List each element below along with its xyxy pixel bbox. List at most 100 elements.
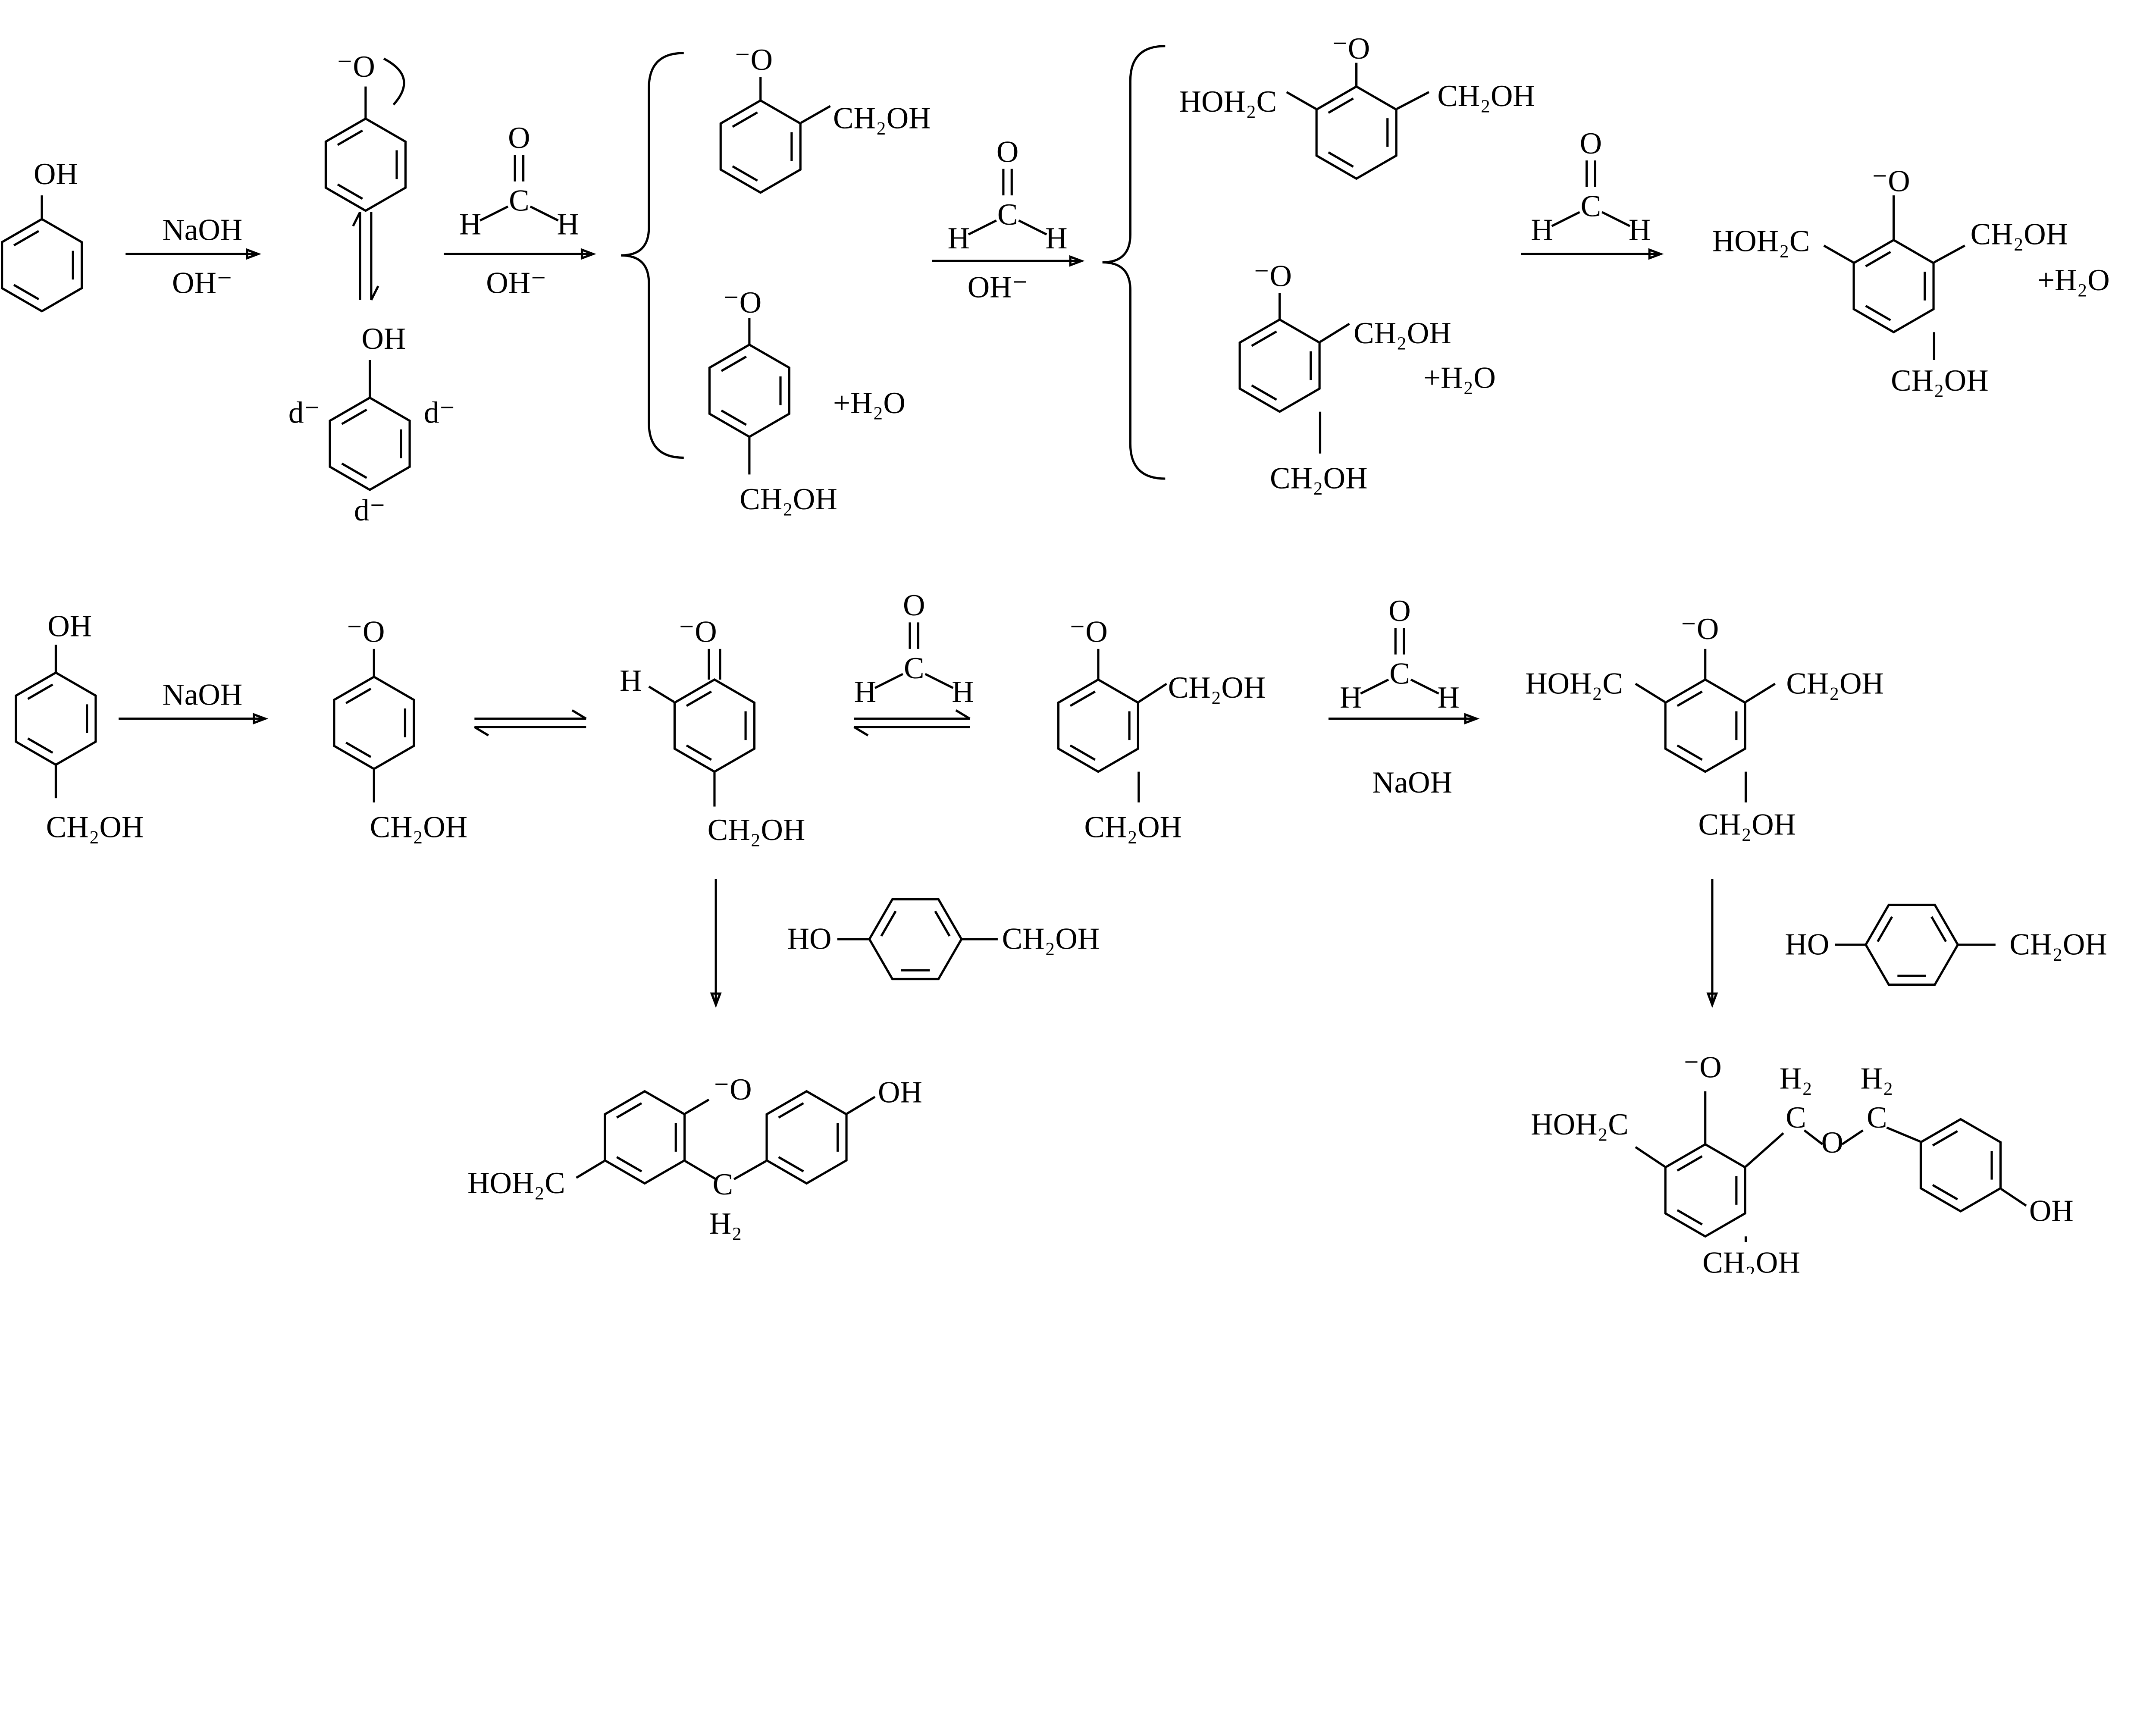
benzene-ring xyxy=(15,671,97,766)
benzene-ring xyxy=(1864,903,1959,986)
ring-double-bond xyxy=(1251,330,1277,347)
benzene-ring xyxy=(1057,678,1140,773)
bond-line xyxy=(1138,683,1167,703)
water-byproduct: +H₂O xyxy=(833,386,906,420)
ring-double-bond xyxy=(1865,251,1891,267)
formaldehyde-hydrogen: H xyxy=(948,222,970,255)
para-ch2oh: CH₂OH xyxy=(1270,462,1368,495)
ring-double-bond xyxy=(1932,1184,1959,1200)
bond-line xyxy=(1745,683,1776,703)
equilibrium-arrow-head xyxy=(370,285,379,301)
bond-line xyxy=(1841,1129,1864,1145)
arrow-head xyxy=(246,248,262,260)
hydroxide-label: OH⁻ xyxy=(486,266,546,300)
equilibrium-arrow-head xyxy=(473,726,489,737)
ring-double-bond xyxy=(1328,97,1354,114)
benzene-ring xyxy=(333,675,415,771)
para-ch2oh: CH₂OH xyxy=(1702,1246,1800,1274)
hoh2c-group: HOH₂C xyxy=(1525,667,1623,700)
ether-ch2-carbon: C xyxy=(1786,1101,1806,1135)
reagent-ch2oh: CH₂OH xyxy=(1002,922,1100,956)
arrow-head xyxy=(580,248,596,260)
phenol-oh: OH xyxy=(362,322,406,356)
ring-double-bond xyxy=(1328,151,1354,168)
ether-ch2-carbon: C xyxy=(1867,1101,1887,1135)
para-ch2oh: CH₂OH xyxy=(46,811,144,844)
equilibrium-arrow-head xyxy=(853,726,869,737)
hydroxide-label: OH⁻ xyxy=(968,270,1028,304)
ring-double-bond xyxy=(337,183,363,200)
ortho-ch2oh: CH₂OH xyxy=(1354,317,1451,350)
ether-ch2-h2: H₂ xyxy=(1861,1062,1893,1095)
formaldehyde-hydrogen: H xyxy=(854,675,876,709)
phenol-oh: OH xyxy=(47,610,92,643)
benzene-ring xyxy=(329,396,411,491)
para-ch2oh: CH₂OH xyxy=(708,813,805,847)
para-ch2oh: CH₂OH xyxy=(740,483,837,516)
formaldehyde-ch-bond xyxy=(1551,211,1580,227)
bond-line xyxy=(1396,91,1430,110)
ring-double-bond xyxy=(616,1156,642,1172)
phenol-oh: OH xyxy=(878,1076,922,1109)
benzene-ring xyxy=(604,1090,686,1185)
para-ch2oh: CH₂OH xyxy=(1084,811,1182,844)
ring-double-bond xyxy=(732,111,758,128)
para-ch2oh: CH₂OH xyxy=(370,811,468,844)
hoh2c-group: HOH₂C xyxy=(467,1166,565,1200)
bond-line xyxy=(648,686,675,703)
water-byproduct: +H₂O xyxy=(1423,361,1496,395)
ring-double-bond xyxy=(1677,744,1703,761)
formaldehyde-oxygen: O xyxy=(903,589,925,622)
reagent-ho: HO xyxy=(1785,928,1830,962)
benzene-ring xyxy=(708,343,790,438)
formaldehyde-carbon: C xyxy=(1389,657,1410,691)
phenoxide-oxygen: ⁻O xyxy=(1332,32,1370,66)
formaldehyde-oxygen: O xyxy=(508,121,530,155)
ring-double-bond xyxy=(27,737,53,754)
bond-line xyxy=(1635,683,1666,703)
bond-line xyxy=(1286,91,1317,110)
ring-double-bond xyxy=(1930,916,1947,943)
ring-double-bond xyxy=(1865,305,1891,321)
water-byproduct: +H₂O xyxy=(2037,263,2110,297)
para-ch2oh: CH₂OH xyxy=(1891,364,1989,398)
ortho-partial-charge: d⁻ xyxy=(424,396,455,430)
ring-double-bond xyxy=(1069,744,1096,761)
benzene-ring xyxy=(1238,318,1321,413)
ring-double-bond xyxy=(778,1102,804,1119)
formaldehyde-carbon: C xyxy=(1581,190,1601,223)
phenol-oh: OH xyxy=(34,157,78,191)
ring-double-bond xyxy=(732,165,758,182)
phenoxide-oxygen: ⁻O xyxy=(1253,259,1292,293)
ring-double-bond xyxy=(1877,916,1893,943)
formaldehyde-oxygen: O xyxy=(1580,127,1602,160)
methylene-bridge-carbon: C xyxy=(713,1168,733,1201)
ortho-hydrogen: H xyxy=(620,664,642,698)
ring-double-bond xyxy=(778,1156,804,1172)
ortho-ch2oh: CH₂OH xyxy=(1168,671,1266,705)
bond-line xyxy=(2000,1188,2027,1207)
curly-brace xyxy=(1102,45,1166,480)
formaldehyde-ch-bond xyxy=(924,673,954,689)
bond-line xyxy=(684,1098,710,1115)
bond-line xyxy=(576,1160,605,1179)
bond-line xyxy=(1319,323,1350,343)
hoh2c-group: HOH₂C xyxy=(1712,225,1810,258)
naoh-label: NaOH xyxy=(162,678,242,711)
bond-line xyxy=(733,1160,767,1180)
para-ch2oh: CH₂OH xyxy=(1698,808,1796,841)
ring-double-bond xyxy=(880,910,897,937)
reagent-ho: HO xyxy=(787,922,832,956)
formaldehyde-oxygen: O xyxy=(1388,594,1410,628)
bond-line xyxy=(1934,244,1965,263)
benzene-ring xyxy=(719,99,802,194)
benzene-ring xyxy=(1664,1143,1746,1238)
benzene-ring xyxy=(1852,238,1935,334)
arrow-head xyxy=(1069,255,1085,267)
ring-double-bond xyxy=(13,230,40,247)
formaldehyde-ch-bond xyxy=(479,205,509,222)
benzene-ring xyxy=(868,898,963,981)
curved-electron-arrow xyxy=(383,57,405,106)
bond-line xyxy=(846,1096,876,1115)
